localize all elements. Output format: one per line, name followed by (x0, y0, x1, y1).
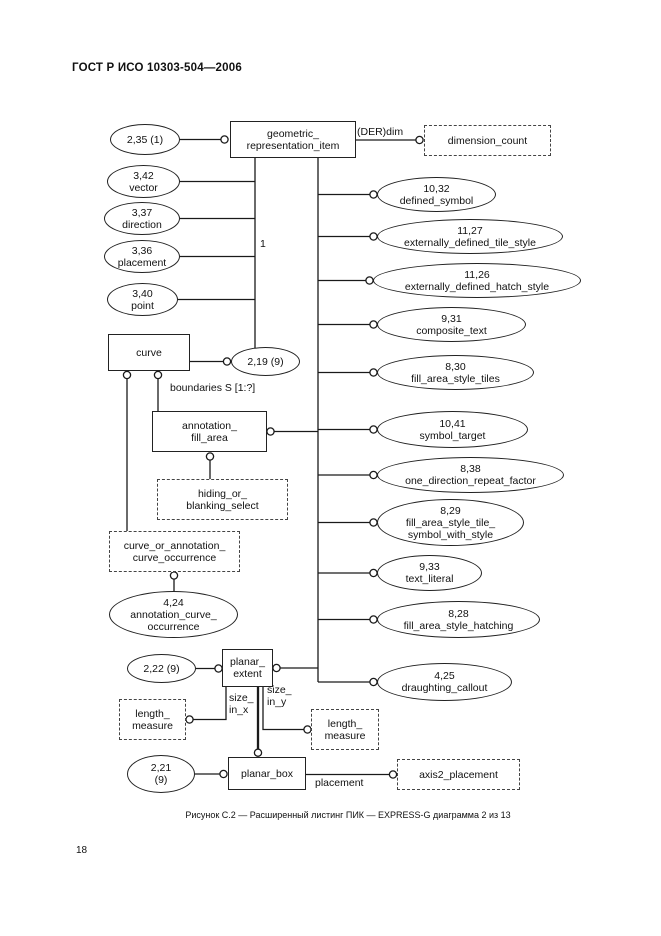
page-ref-2-19: 2,19 (9) (231, 347, 300, 376)
label-size-in-y: size_ in_y (267, 684, 292, 708)
page-ref-one-direction-repeat-factor: 8,38 one_direction_repeat_factor (377, 457, 564, 493)
page-ref-2-21: 2,21 (9) (127, 755, 195, 793)
page-number: 18 (76, 845, 88, 856)
page-ref-annotation-curve-occurrence: 4,24 annotation_curve_ occurrence (109, 591, 238, 638)
page-ref-fill-area-style-tile-symbol-with-style: 8,29 fill_area_style_tile_ symbol_with_s… (377, 499, 524, 546)
page-ref-defined-symbol: 10,32 defined_symbol (377, 177, 496, 212)
page-ref-fill-area-style-tiles: 8,30 fill_area_style_tiles (377, 355, 534, 390)
page-ref-draughting-callout: 4,25 draughting_callout (377, 663, 512, 701)
figure-caption: Рисунок С.2 — Расширенный листинг ПИК — … (185, 810, 511, 820)
entity-annotation-fill-area: annotation_ fill_area (152, 411, 267, 452)
page-ref-vector: 3,42 vector (107, 165, 180, 198)
page-ref-composite-text: 9,31 composite_text (377, 307, 526, 342)
select-length-measure-right: length_ measure (311, 709, 379, 750)
select-curve-or-annotation-curve-occurrence: curve_or_annotation_ curve_occurrence (109, 531, 240, 572)
label-der-dim: (DER)dim (357, 126, 404, 138)
label-placement: placement (315, 777, 364, 789)
select-length-measure-left: length_ measure (119, 699, 186, 740)
label-boundaries: boundaries S [1:?] (170, 382, 256, 394)
page-ref-2-35: 2,35 (1) (110, 124, 180, 155)
page-ref-fill-area-style-hatching: 8,28 fill_area_style_hatching (377, 601, 540, 638)
page-ref-symbol-target: 10,41 symbol_target (377, 411, 528, 448)
page-ref-placement: 3,36 placement (104, 240, 180, 273)
page-ref-2-22: 2,22 (9) (127, 654, 196, 683)
select-hiding-or-blanking-select: hiding_or_ blanking_select (157, 479, 288, 520)
label-size-in-x: size_ in_x (229, 692, 254, 716)
entity-planar-extent: planar_ extent (222, 649, 273, 687)
entity-planar-box: planar_box (228, 757, 306, 790)
entity-curve: curve (108, 334, 190, 371)
page-ref-externally-defined-hatch-style: 11,26 externally_defined_hatch_style (373, 263, 581, 298)
entity-geometric-representation-item: geometric_ representation_item (230, 121, 356, 158)
page-ref-text-literal: 9,33 text_literal (377, 555, 482, 591)
page-ref-externally-defined-tile-style: 11,27 externally_defined_tile_style (377, 219, 563, 254)
page-ref-direction: 3,37 direction (104, 202, 180, 235)
page-ref-point: 3,40 point (107, 283, 178, 316)
select-axis2-placement: axis2_placement (397, 759, 520, 790)
select-dimension-count: dimension_count (424, 125, 551, 156)
document-header: ГОСТ Р ИСО 10303-504—2006 (72, 62, 242, 74)
label-cardinality-1: 1 (260, 238, 266, 250)
